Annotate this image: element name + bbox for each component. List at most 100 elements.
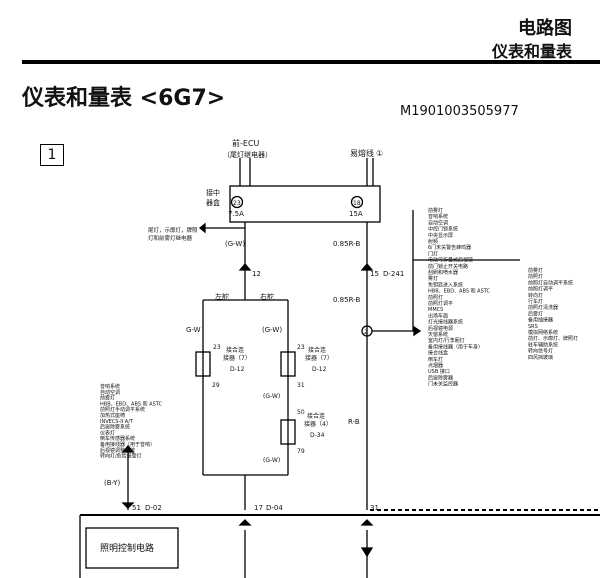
header-category: 电路图	[518, 18, 572, 39]
jbox-label-2: 器盒	[206, 198, 220, 207]
right-list-a-item: 出场车面	[428, 312, 448, 319]
right-list-b-item: 前灯、示廓灯、牌照灯	[528, 335, 578, 342]
joint-conn7-r1: 接合连	[308, 346, 326, 354]
arrow-51	[121, 502, 135, 509]
tail-note-2: 灯和前雾灯继电器	[148, 234, 193, 242]
right-list-a-item: 音响系统	[428, 213, 448, 220]
conn-15: 15	[370, 270, 379, 278]
left-list-item: 加热式座椅	[100, 412, 125, 419]
pin31a: 31	[297, 382, 305, 389]
pin23b: 23	[297, 344, 305, 351]
right-list-b-item: 模拟网络系统	[528, 329, 558, 336]
right-list-b-item: 前雾灯	[528, 267, 543, 274]
right-function-list-a: 前雾灯音响系统自动空调中控门锁系统中央显示屏射频6门末关警告蜂鸣器门灯电动可折叠…	[428, 207, 491, 388]
right-list-a-item: 免钥匙进入系统	[428, 281, 463, 288]
diode	[360, 547, 374, 558]
fusible-no: ①	[376, 149, 383, 158]
right-list-b-item: 四风挡玻璃	[528, 354, 553, 361]
joint-connector-7-left	[195, 351, 211, 377]
joint-conn7-r2: 接器（7）	[305, 354, 333, 362]
fuse18-no: 18	[353, 200, 361, 207]
right-list-a-item: 前照灯	[428, 294, 443, 301]
left-drive-label: 左舵	[215, 292, 229, 301]
right-list-a-item: 灯光接线器系统	[428, 319, 463, 326]
fuse23-rating: 7.5A	[228, 210, 244, 218]
right-list-a-item: 前雾灯	[428, 207, 443, 214]
ecu-label: 前-ECU	[232, 138, 260, 148]
joint-connector-7-right	[280, 351, 296, 377]
pin29: 29	[212, 382, 220, 389]
joint-connector-4	[280, 419, 296, 445]
d12-right: D-12	[312, 366, 327, 373]
arrow-splice	[413, 325, 422, 337]
joint-conn7-l1: 接合连	[226, 346, 244, 354]
c17: 17	[254, 504, 263, 512]
right-list-a-item: USB 接口	[428, 368, 450, 375]
arrow-15	[360, 262, 374, 271]
right-list-a-item: 接合线盒	[428, 350, 448, 357]
jbox-label-1: 接中	[206, 188, 220, 197]
right-list-b-item: 驻车辅助系统	[528, 341, 558, 348]
header-subcategory: 仪表和量表	[491, 42, 572, 61]
right-list-a-item: 电动可折叠式后视镜	[428, 257, 473, 264]
joint-conn4-l1: 接合连	[307, 412, 325, 420]
right-list-a-item: 雾灯	[428, 275, 438, 282]
fuse23-circle	[230, 195, 244, 209]
right-list-a-item: 自动空调	[428, 219, 448, 226]
tail-note-1: 尾灯，示廓灯，牌照	[148, 226, 198, 234]
right-list-a-item: 备用接线器（用于车身）	[428, 343, 483, 350]
gw-lower2: (G-W)	[263, 457, 280, 464]
junction-box-outline	[229, 185, 381, 223]
fuse18-rating: 15A	[349, 210, 363, 218]
by-label: (B-Y)	[104, 479, 121, 487]
gw-right: (G-W)	[262, 326, 282, 334]
right-list-a-item: 射频	[428, 238, 438, 245]
pin23a: 23	[213, 344, 221, 351]
fuse18-circle	[350, 195, 364, 209]
left-list-item: 仪表灯	[100, 429, 115, 436]
arrow-12	[238, 262, 252, 271]
right-list-a-item: 天窗系统	[428, 331, 448, 338]
right-list-a-item: 刮刷和喷水器	[428, 269, 458, 276]
d34: D-34	[310, 432, 325, 439]
right-list-a-item: 点烟器	[428, 362, 443, 369]
right-list-a-item: 后视镜电源	[428, 325, 453, 332]
section-number-box: 1	[40, 144, 64, 166]
gw-lower: (G-W)	[263, 393, 280, 400]
right-list-a-item: 前门锁止开关电路	[428, 263, 468, 270]
tail-arrow	[198, 222, 206, 234]
left-list-item: 自动空调	[100, 389, 120, 396]
right-list-a-item: 6门末关警告蜂鸣器	[428, 244, 471, 251]
right-list-b-item: 前照灯调平	[528, 286, 553, 293]
joint-conn7-l2: 接器（7）	[223, 354, 251, 362]
arrow-31	[360, 519, 374, 526]
arrow-17	[238, 519, 252, 526]
document-number: M1901003505977	[400, 104, 519, 119]
right-list-b-item: 转向信号灯	[528, 348, 553, 355]
wire-rb-label-2: 0.85R-B	[333, 296, 360, 304]
left-list-item: HBB、EBD、ABS 和 ASTC	[100, 400, 163, 407]
pin50: 50	[297, 409, 305, 416]
right-list-a-item: 中控门锁系统	[428, 226, 458, 233]
right-list-a-item: 门未关监控器	[428, 381, 458, 388]
header-rule	[22, 60, 600, 64]
right-list-b-item: 前照灯自动调平系统	[528, 279, 573, 286]
gw-left: G-W	[186, 326, 201, 334]
right-list-a-item: 中央显示屏	[428, 232, 453, 239]
right-list-b-item: 备用插接器	[528, 317, 553, 324]
right-list-a-item: 室内灯/行李厢灯	[428, 337, 465, 344]
right-list-b-item: 前照灯	[528, 273, 543, 280]
left-list-item: 倒车传感器系统	[100, 435, 135, 442]
d02: D-02	[145, 504, 162, 512]
c31: 31	[370, 504, 379, 512]
fusible-label: 易熔线	[350, 148, 374, 158]
left-list-item: 备用接线器（用于音响）	[100, 441, 155, 448]
left-list-item: INVECS-II A/T	[100, 419, 134, 425]
right-list-a-item: 前照灯调平	[428, 300, 453, 307]
right-list-b-item: SRS	[528, 324, 538, 330]
lighting-control-label: 照明控制电路	[100, 542, 154, 554]
wire-rb-label-1: 0.85R-B	[333, 240, 360, 248]
lighting-control-box	[85, 527, 179, 569]
conn-12: 12	[252, 270, 261, 278]
